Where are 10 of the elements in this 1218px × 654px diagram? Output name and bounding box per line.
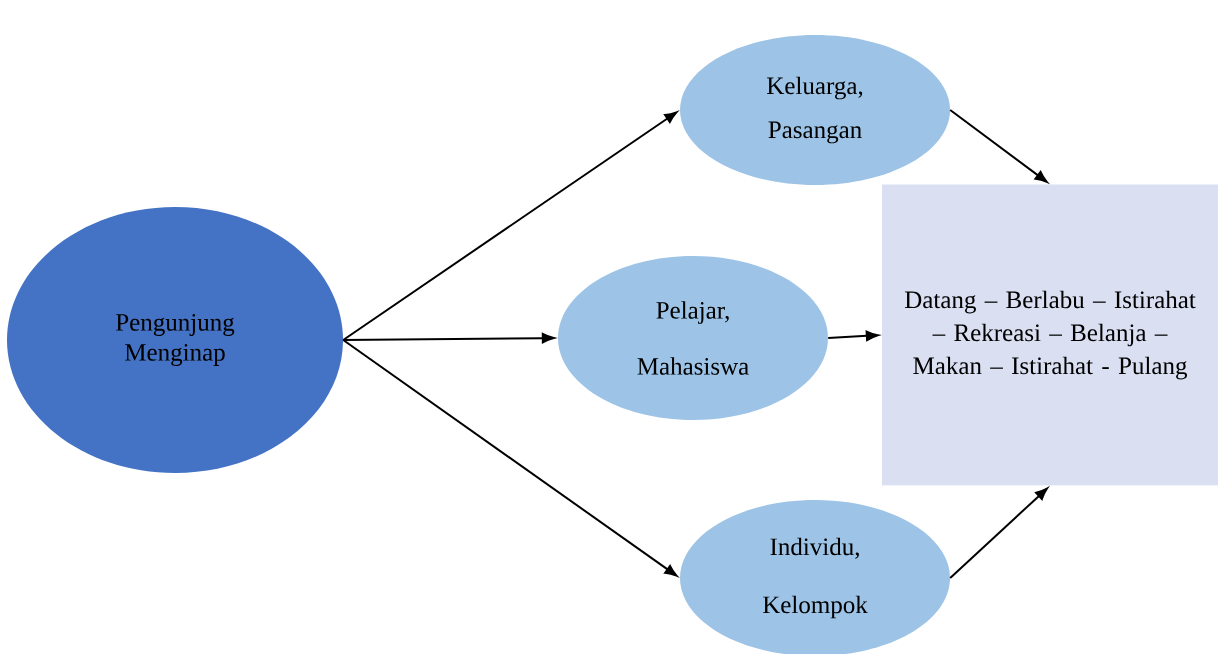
arrow (949, 487, 1048, 579)
arrow (342, 111, 678, 341)
arrow (342, 339, 678, 577)
arrow (827, 330, 879, 342)
oval-node: Pengunjung Menginap (7, 207, 343, 473)
oval-node: Pelajar, Mahasiswa (558, 256, 828, 420)
arrow (342, 332, 555, 344)
process-box: Datang – Berlabu – Istirahat – Rekreasi – Belanja – Makan – Istirahat - Pulang (882, 184, 1218, 486)
arrow (949, 109, 1048, 183)
oval-node: Keluarga, Pasangan (680, 35, 950, 185)
